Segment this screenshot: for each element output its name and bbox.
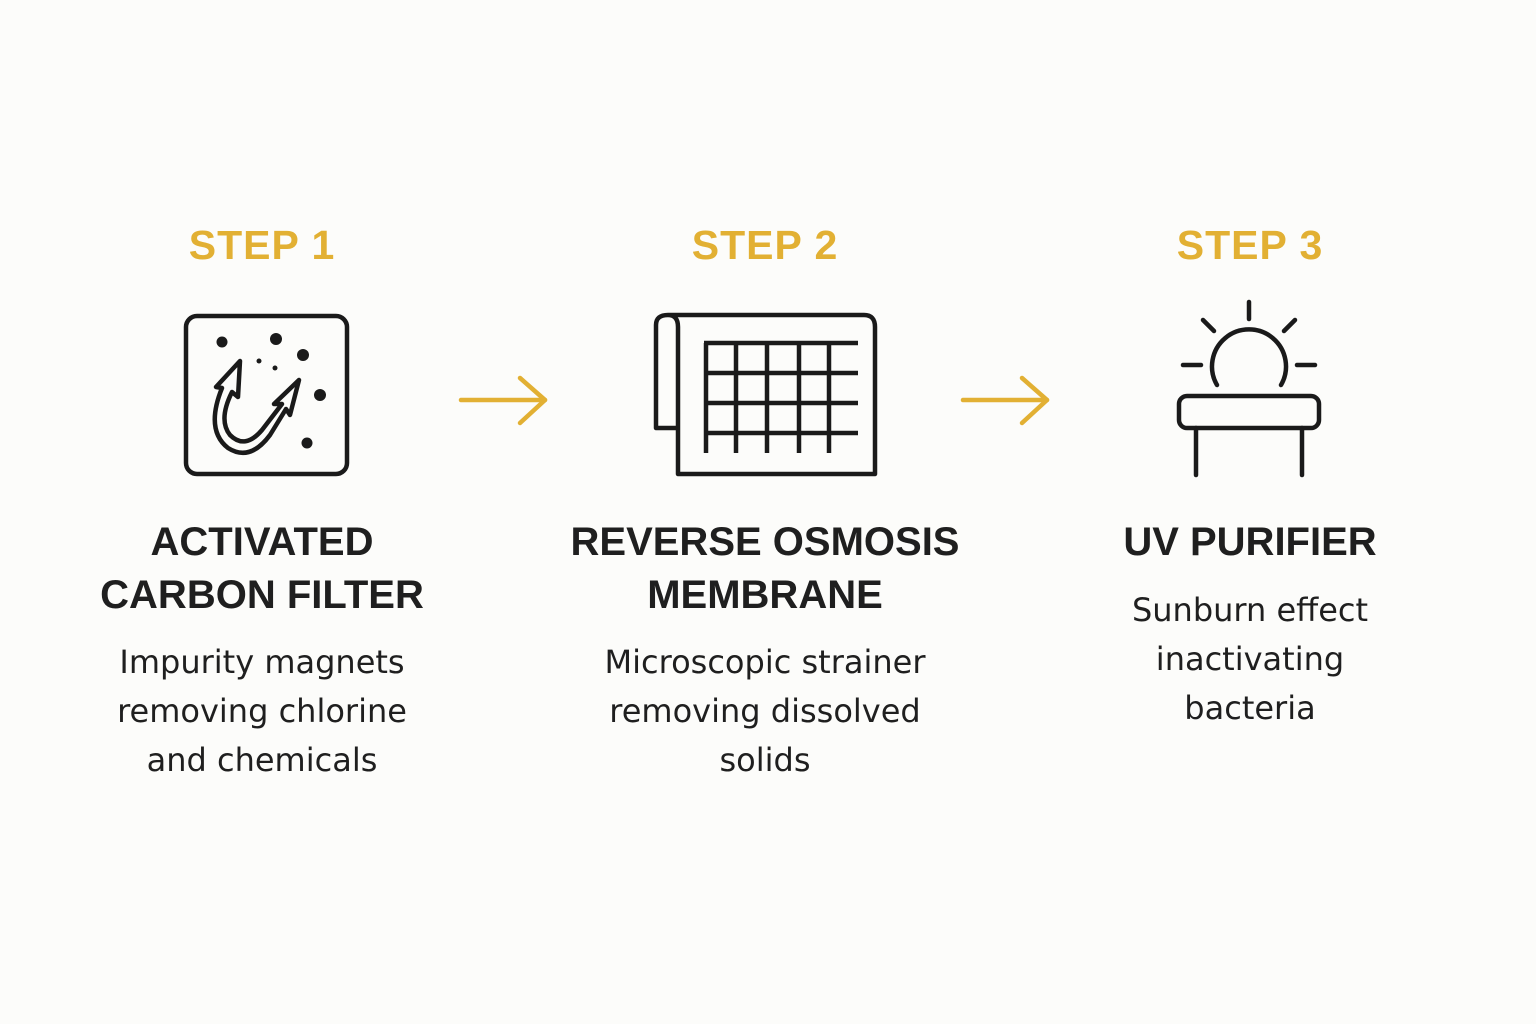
title-line: REVERSE OSMOSIS — [570, 520, 960, 564]
membrane-grid-icon — [653, 312, 878, 477]
arrow-right-icon — [960, 375, 1050, 426]
step-label: STEP 1 — [188, 222, 336, 268]
desc-line: removing dissolved — [609, 692, 921, 730]
desc-line: solids — [719, 741, 811, 779]
step-label: STEP 2 — [691, 222, 839, 268]
step-description: Microscopic strainer removing dissolved … — [535, 638, 995, 785]
carbon-filter-icon — [183, 313, 350, 477]
title-line: MEMBRANE — [647, 573, 883, 617]
title-line: UV PURIFIER — [1123, 520, 1377, 564]
desc-line: Sunburn effect — [1131, 591, 1369, 629]
step-title: REVERSE OSMOSIS MEMBRANE — [535, 516, 995, 622]
title-line: CARBON FILTER — [100, 573, 424, 617]
arrow-right-icon — [458, 375, 548, 426]
desc-line: and chemicals — [146, 741, 378, 779]
desc-line: removing chlorine — [117, 692, 407, 730]
desc-line: inactivating — [1155, 640, 1345, 678]
step-title: UV PURIFIER — [1020, 516, 1480, 569]
step-label: STEP 3 — [1176, 222, 1324, 268]
desc-line: bacteria — [1184, 689, 1316, 727]
step-description: Sunburn effect inactivating bacteria — [1020, 586, 1480, 733]
desc-line: Microscopic strainer — [604, 643, 926, 681]
desc-line: Impurity magnets — [119, 643, 405, 681]
step-description: Impurity magnets removing chlorine and c… — [32, 638, 492, 785]
step-title: ACTIVATED CARBON FILTER — [32, 516, 492, 622]
uv-lamp-icon — [1176, 299, 1322, 478]
title-line: ACTIVATED — [150, 520, 374, 564]
